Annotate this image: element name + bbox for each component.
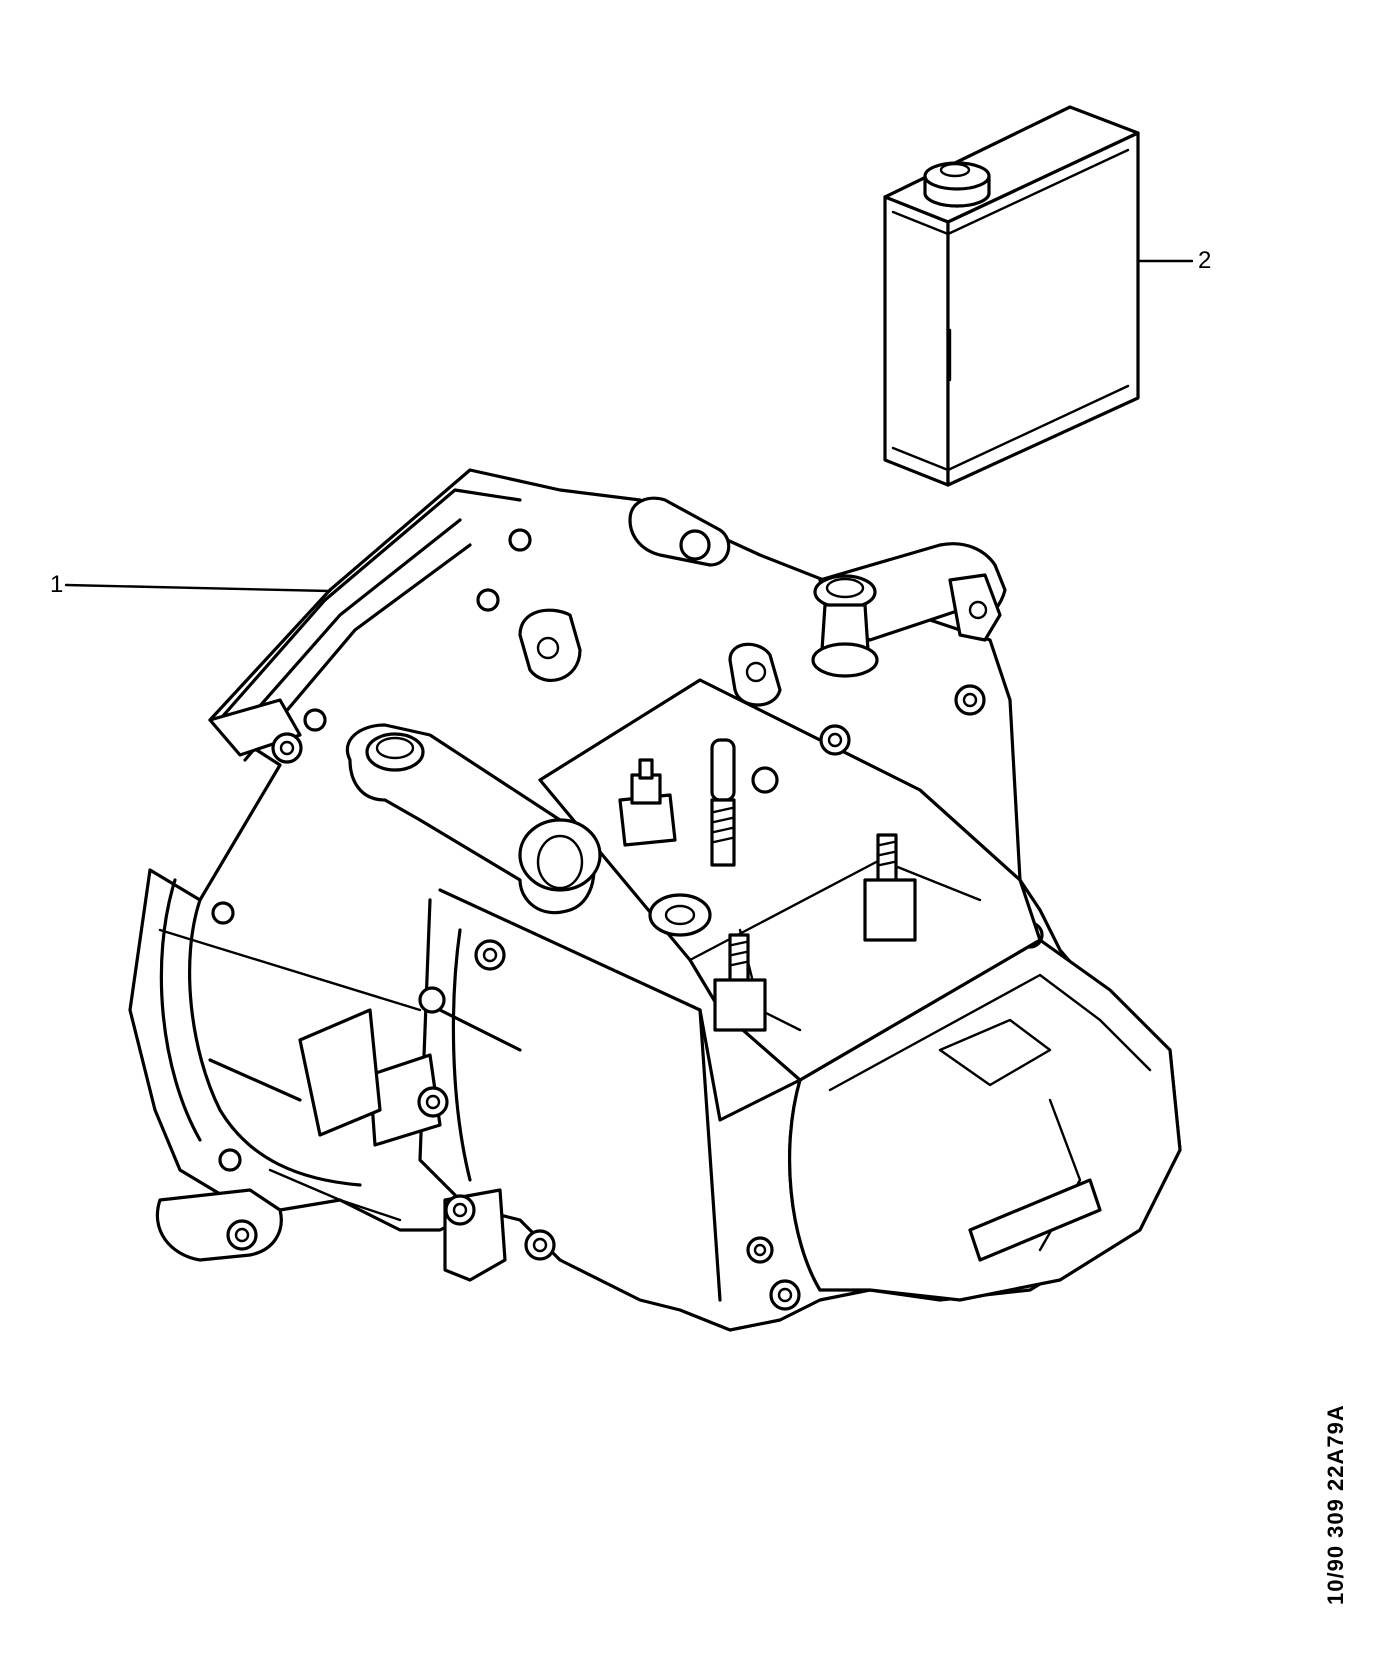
callout-2: 2 [1137, 247, 1211, 274]
callout-label-1: 1 [50, 571, 63, 598]
callout-1: 1 [50, 571, 332, 598]
oil-can-part-2 [883, 105, 1140, 487]
reference-code: 10/90 309 22A79A [1323, 1404, 1348, 1605]
callout-label-2: 2 [1198, 247, 1211, 274]
gearbox-assembly-part-1 [128, 468, 1182, 1332]
leader-line-1 [64, 583, 332, 593]
